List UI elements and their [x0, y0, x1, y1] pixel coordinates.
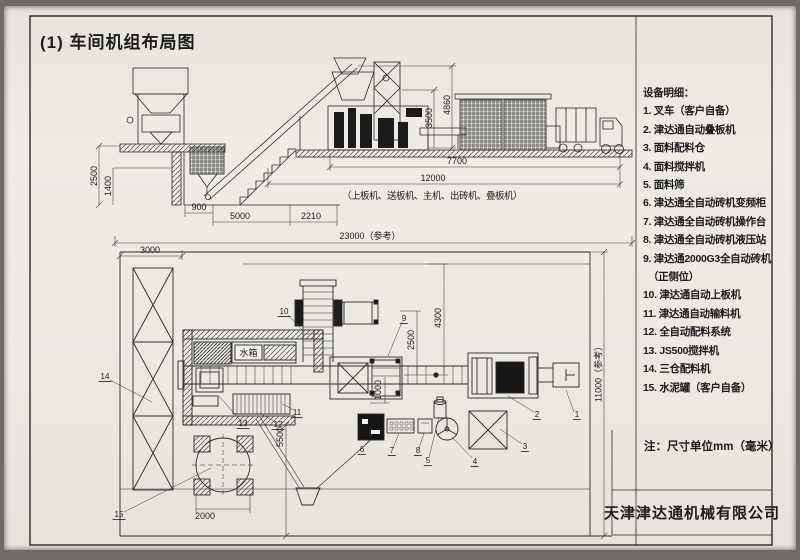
dim-5000: 5000 — [229, 211, 251, 221]
equipment-item: 5. 面料筛 — [643, 179, 685, 192]
dim-1400: 1400 — [103, 175, 113, 197]
dim-11000: 11000（参考） — [593, 341, 604, 403]
callout-console: 7 — [387, 446, 397, 456]
dim-4860: 4860 — [442, 94, 452, 116]
dim-23000: 23000（参考） — [339, 231, 401, 241]
equipment-list-heading: 设备明细： — [643, 87, 694, 99]
dim-12000: 12000 — [420, 173, 446, 183]
callout-sieve: 5 — [423, 456, 433, 466]
equipment-item: 4. 面料搅拌机 — [643, 160, 705, 173]
dim-3000: 3000 — [139, 245, 161, 255]
dim-2500-plan: 2500 — [406, 329, 416, 351]
callout-cement-tank: 15 — [112, 510, 126, 520]
dim-2500-elev: 2500 — [89, 165, 99, 187]
callout-vfd-cabinet: 6 — [357, 445, 367, 455]
equipment-item: 12. 全自动配料系统 — [643, 326, 731, 339]
equipment-item: 14. 三仓配料机 — [643, 363, 711, 376]
equipment-item: 10. 津达通自动上板机 — [643, 289, 741, 302]
equipment-item: 2. 津达通自动叠板机 — [643, 123, 736, 136]
dim-4300: 4300 — [433, 307, 443, 329]
callout-feed-conveyor: 11 — [290, 408, 304, 418]
dim-3500: 3500 — [424, 107, 434, 129]
equipment-list: 设备明细： 1. 叉车（客户自备） 2. 津达通自动叠板机 3. 面料配料仓 4… — [643, 84, 773, 397]
callout-face-mixer: 4 — [470, 457, 480, 467]
equipment-item: 7. 津达通全自动砖机操作台 — [643, 215, 766, 228]
callout-material-bin: 3 — [520, 442, 530, 452]
callout-stacker: 2 — [532, 410, 542, 420]
callout-plate-loader: 10 — [277, 307, 291, 317]
equipment-item: 8. 津达通全自动砖机液压站 — [643, 234, 766, 247]
callout-forklift: 1 — [572, 410, 582, 420]
equipment-item: 11. 津达通自动输料机 — [643, 307, 741, 320]
equipment-item: 15. 水泥罐（客户自备） — [643, 381, 752, 394]
page-title: (1) 车间机组布局图 — [40, 33, 196, 52]
callout-three-bin-batcher: 14 — [98, 372, 112, 382]
dim-1000: 1000 — [373, 379, 383, 401]
callout-brick-machine: 9 — [399, 314, 409, 324]
equipment-item: 3. 面料配料仓 — [643, 142, 705, 155]
equipment-item: 1. 叉车（客户自备） — [643, 105, 736, 118]
equipment-item: 6. 津达通全自动砖机变频柜 — [643, 197, 766, 210]
callout-batching-system: 12 — [271, 420, 285, 430]
water-tank-label: 水箱 — [239, 348, 258, 358]
dim-900: 900 — [191, 202, 207, 212]
company-title-block: 天津津达通机械有限公司 — [604, 505, 781, 522]
equipment-item: 9. 津达通2000G3全自动砖机 （正侧位） — [643, 252, 771, 284]
machine-group-note: （上板机、送板机、主机、出砖机、叠板机） — [342, 191, 523, 202]
dim-2000: 2000 — [194, 511, 216, 521]
units-note: 注：尺寸单位mm（毫米） — [644, 441, 780, 453]
callout-hydraulic-station: 8 — [413, 446, 423, 456]
dim-2210: 2210 — [300, 211, 322, 221]
dim-7700: 7700 — [446, 156, 468, 166]
callout-js500-mixer: 13 — [236, 419, 250, 429]
equipment-item: 13. JS500搅拌机 — [643, 344, 719, 357]
